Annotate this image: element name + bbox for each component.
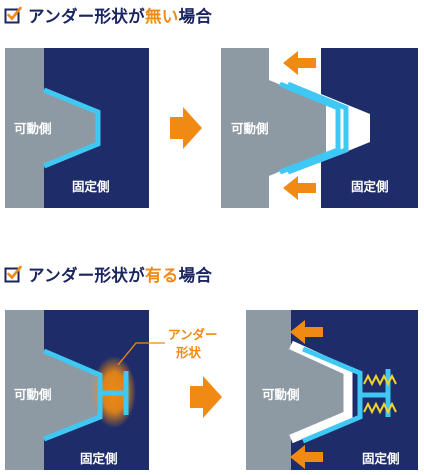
- fixed-side-label: 固定側: [362, 451, 400, 466]
- section2-left-mold: アンダー 形状 可動側 固定側: [5, 310, 218, 470]
- ejected-part-gap: [287, 81, 349, 175]
- undercut-shape: [100, 371, 129, 415]
- section2-heading: アンダー形状が有る場合: [4, 262, 212, 286]
- section1-right-mold: 可動側 固定側: [221, 48, 418, 208]
- fixed-side-label: 固定側: [80, 451, 118, 466]
- section1-left-mold: 可動側 固定側: [5, 48, 149, 208]
- callout-leader-line: [117, 342, 165, 366]
- stress-zigzag-top-icon: [363, 373, 397, 387]
- transition-arrow-icon: [170, 107, 202, 149]
- callout-label-line2: 形状: [176, 345, 202, 360]
- fixed-side-label: 固定側: [72, 179, 110, 194]
- undercut-shape: [360, 369, 391, 417]
- transition-arrow-icon: [190, 376, 222, 418]
- section1-title-highlight: 無い: [144, 7, 179, 26]
- movable-side-panel: [221, 48, 269, 208]
- section1-diagram: 可動側 固定側 可動側 固定側: [5, 48, 418, 208]
- open-direction-arrow-top-icon: [283, 51, 316, 75]
- section1-heading: アンダー形状が無い場合: [4, 3, 212, 27]
- open-direction-arrow-bottom-icon: [290, 445, 323, 469]
- movable-side-block: [5, 48, 98, 208]
- movable-side-block: [5, 310, 100, 470]
- section2-right-mold: 可動側 固定側: [246, 310, 418, 470]
- section2-title-highlight: 有る: [144, 266, 179, 285]
- fixed-side-label: 固定側: [351, 179, 389, 194]
- section1-title: アンダー形状が無い場合: [28, 7, 213, 26]
- stress-zigzag-bottom-icon: [363, 401, 397, 415]
- checkbox-check-icon: [4, 6, 22, 24]
- fixed-side-block: [321, 48, 418, 208]
- callout-label-line1: アンダー: [168, 327, 218, 342]
- open-direction-arrow-top-icon: [290, 320, 323, 344]
- movable-side-panel: [246, 310, 291, 470]
- movable-side-label: 可動側: [14, 387, 52, 402]
- section2-title: アンダー形状が有る場合: [28, 266, 213, 285]
- movable-side-label: 可動側: [14, 121, 52, 136]
- molded-part: [279, 81, 341, 175]
- molded-part: [43, 348, 103, 442]
- checkbox-check-icon: [4, 265, 22, 283]
- movable-side-label: 可動側: [231, 121, 269, 136]
- movable-side-core: [269, 80, 326, 176]
- section2-diagram: アンダー 形状 可動側 固定側 可動側 固定側: [5, 310, 418, 470]
- molded-part: [43, 87, 101, 169]
- open-direction-arrow-bottom-icon: [283, 176, 316, 200]
- movable-side-label: 可動側: [262, 387, 300, 402]
